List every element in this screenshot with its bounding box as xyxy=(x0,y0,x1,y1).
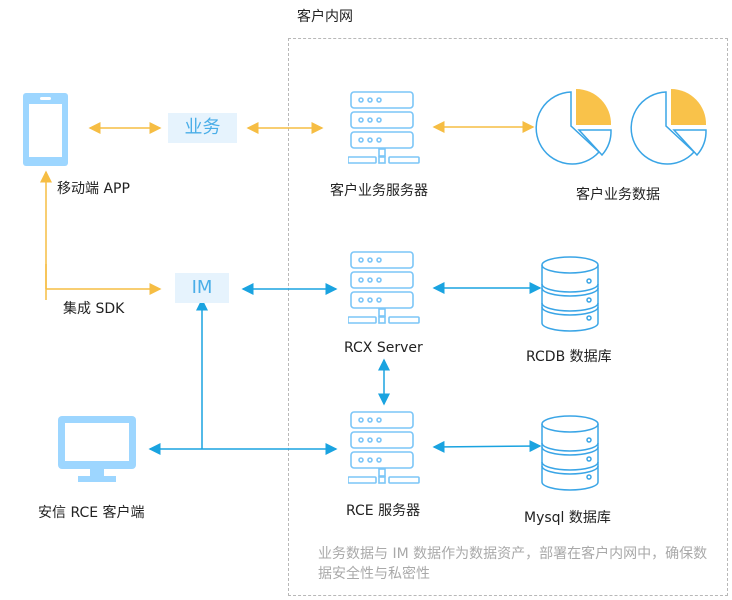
rce-server-label: RCE 服务器 xyxy=(346,503,421,519)
pie-chart-icon xyxy=(535,89,612,165)
customer-intranet-zone xyxy=(288,38,728,596)
rcx-server-icon xyxy=(348,251,420,324)
deployment-note: 业务数据与 IM 数据作为数据资产，部署在客户内网中，确保数据安全性与私密性 xyxy=(318,546,708,582)
mobile-phone-icon xyxy=(23,93,68,166)
rce-server-icon xyxy=(348,411,420,484)
monitor-icon xyxy=(58,416,136,482)
biz-data-label: 客户业务数据 xyxy=(576,187,660,203)
mobile-app-label: 移动端 APP xyxy=(57,181,130,197)
mysql-database-icon xyxy=(541,415,599,491)
link-rce-mysql xyxy=(432,440,542,453)
business-tag: 业务 xyxy=(168,113,237,143)
zone-title: 客户内网 xyxy=(297,9,353,25)
biz-server-label: 客户业务服务器 xyxy=(330,183,428,199)
pie-chart-icon-2 xyxy=(630,89,707,165)
link-sdk xyxy=(45,264,162,300)
rcdb-label: RCDB 数据库 xyxy=(526,349,612,365)
rce-client-label: 安信 RCE 客户端 xyxy=(38,505,145,521)
rcdb-database-icon xyxy=(541,256,599,332)
im-tag: IM xyxy=(175,273,229,303)
biz-server-icon xyxy=(348,91,420,164)
sdk-label: 集成 SDK xyxy=(63,301,125,317)
rcx-server-label: RCX Server xyxy=(344,340,423,356)
mysql-label: Mysql 数据库 xyxy=(524,510,611,526)
